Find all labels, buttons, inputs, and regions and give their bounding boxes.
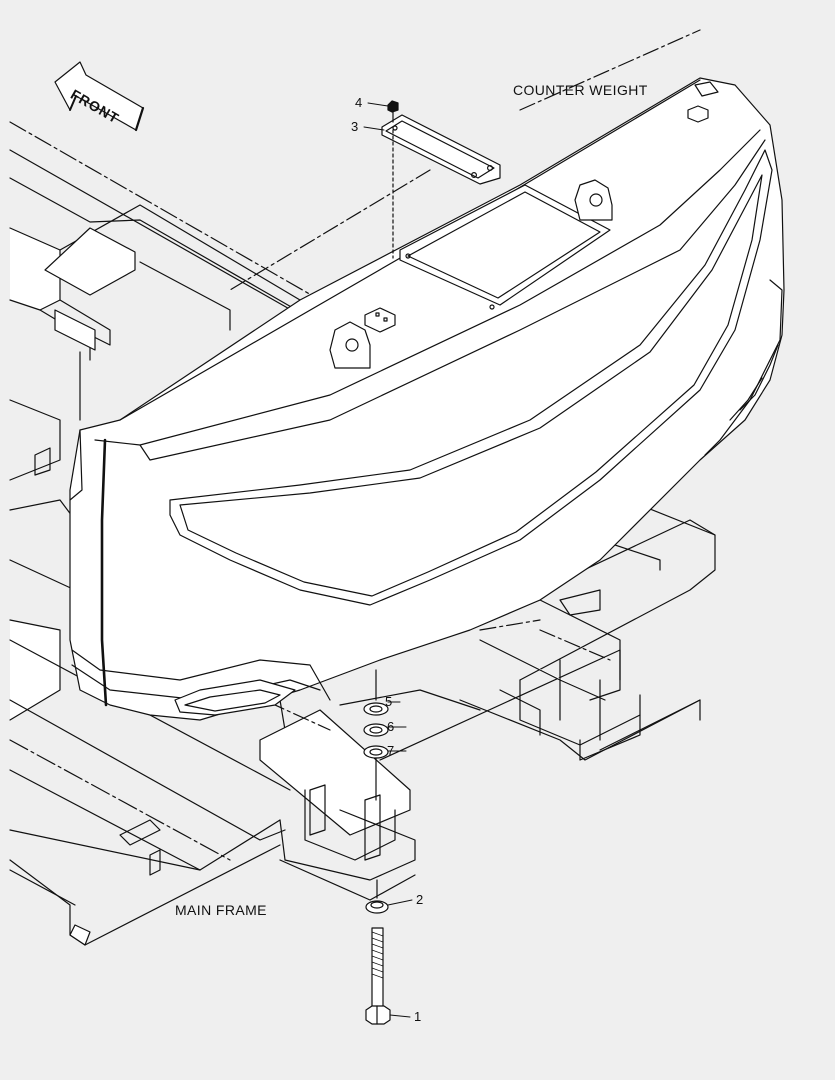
- callout-7: 7: [387, 743, 395, 758]
- callout-3: 3: [351, 119, 359, 134]
- main-frame-structure: [9, 29, 716, 946]
- callout-1: 1: [414, 1009, 422, 1024]
- washer-stack: [363, 669, 389, 801]
- washer-part-2: [365, 879, 389, 914]
- callout-2: 2: [416, 892, 424, 907]
- cover-plate-part-3: [381, 114, 501, 185]
- counter-weight-label: COUNTER WEIGHT: [513, 82, 648, 98]
- bolt-part-4: [387, 100, 399, 123]
- callout-5: 5: [385, 694, 393, 709]
- callout-4: 4: [355, 95, 363, 110]
- front-arrow-icon: [54, 61, 145, 132]
- counter-weight-body: [69, 77, 785, 721]
- callout-6: 6: [387, 719, 395, 734]
- leader-lines: [363, 102, 413, 1018]
- main-frame-label: MAIN FRAME: [175, 902, 267, 918]
- bolt-part-1: [365, 927, 391, 1025]
